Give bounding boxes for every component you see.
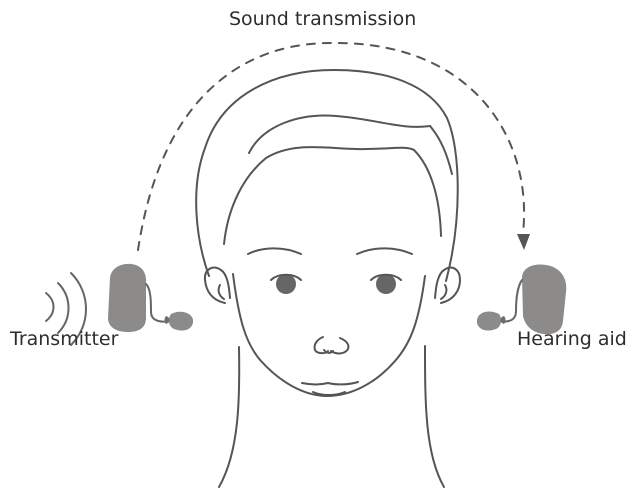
head-outline (196, 70, 460, 487)
eyes (271, 274, 401, 294)
left-eye (276, 274, 296, 294)
hearing-aid-label: Hearing aid (517, 330, 627, 349)
arrowhead-icon (517, 234, 530, 250)
hearing-aid-device-icon (477, 265, 566, 335)
right-eye (376, 274, 396, 294)
transmitter-device-icon (108, 264, 193, 332)
sound-transmission-label: Sound transmission (229, 10, 416, 29)
transmitter-label: Transmitter (10, 330, 118, 349)
